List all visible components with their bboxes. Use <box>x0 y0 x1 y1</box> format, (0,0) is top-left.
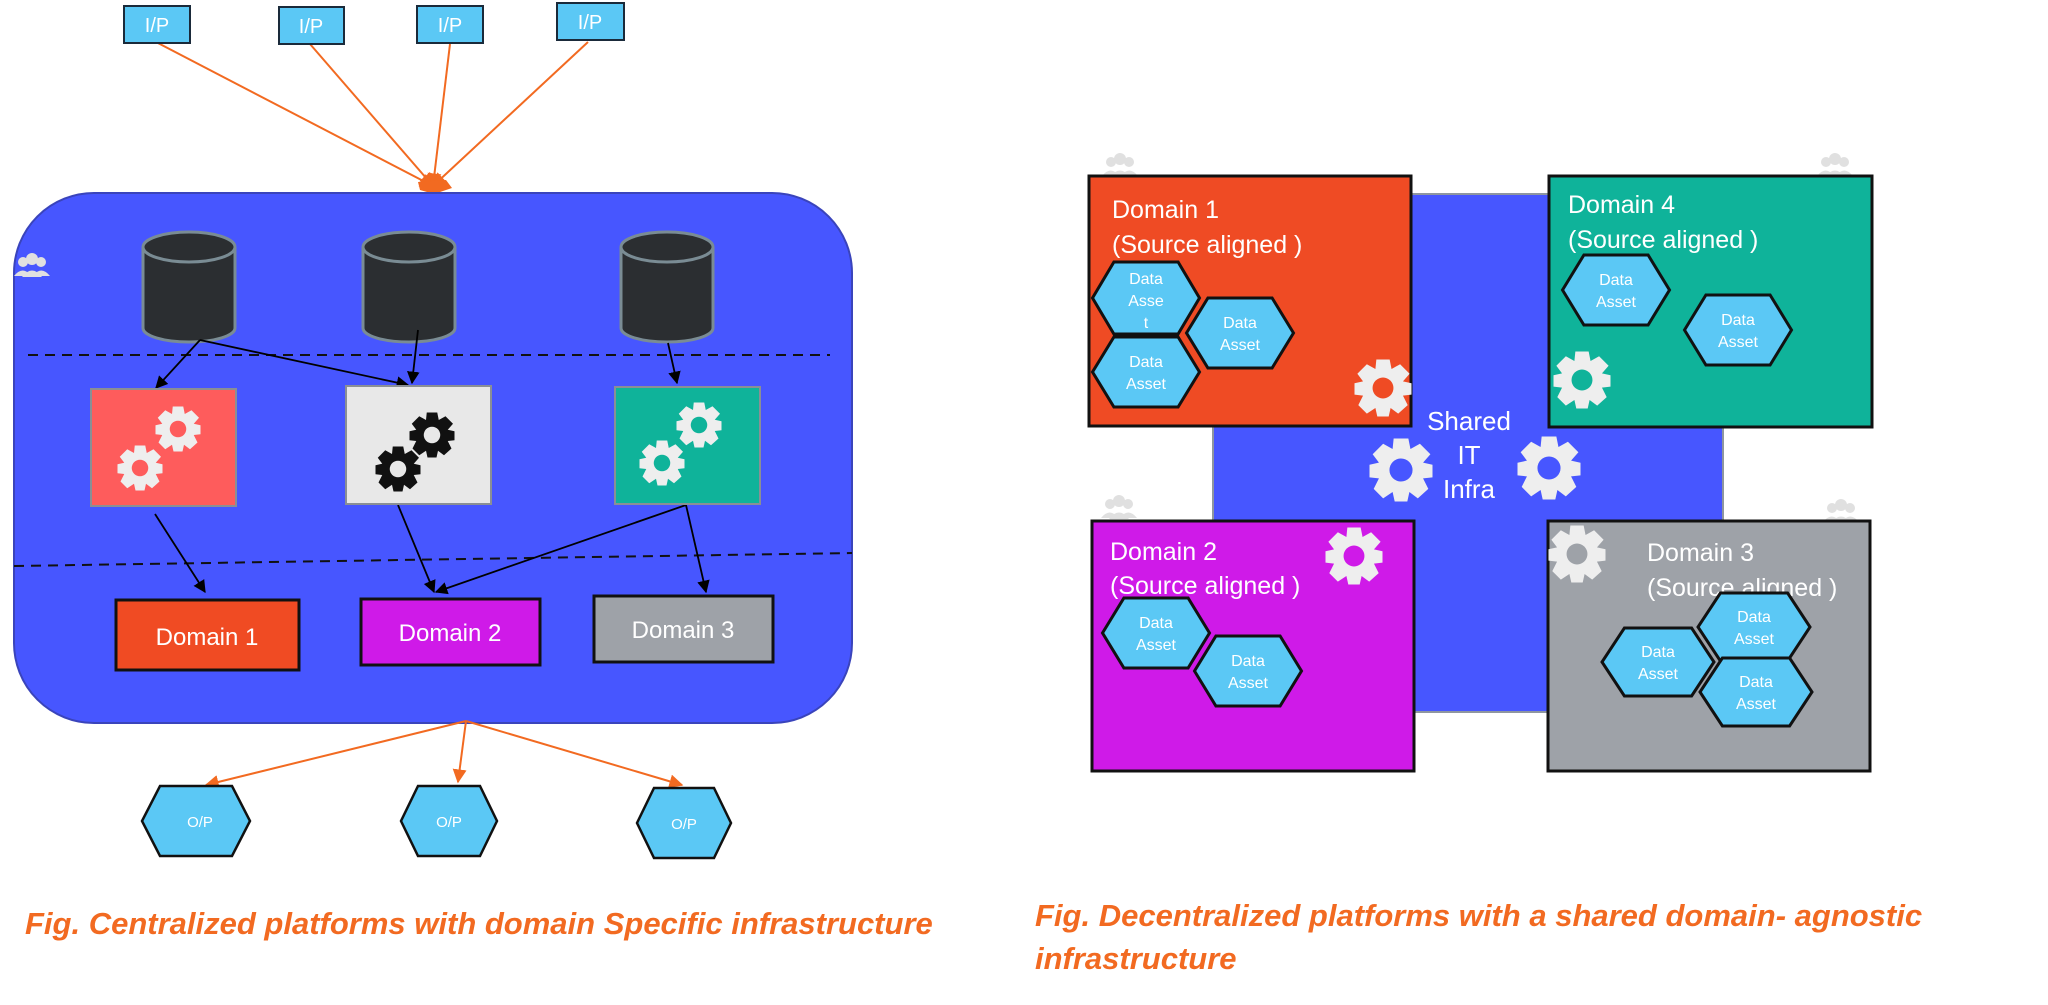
shared-infra-label: Shared <box>1427 406 1511 436</box>
output-hexagon: O/P <box>399 784 499 858</box>
domain-label: Domain 2 <box>399 620 502 647</box>
domain-box-2: Domain 2 <box>359 597 542 667</box>
shared-gear-icon <box>1369 438 1433 502</box>
data-asset-label: Data <box>1223 315 1257 332</box>
left-caption: Fig. Centralized platforms with domain S… <box>25 906 933 941</box>
team-icon <box>1101 495 1137 519</box>
data-asset-label: Data <box>1129 354 1163 371</box>
svg-text:O/P: O/P <box>671 816 697 833</box>
database-icon <box>141 230 237 344</box>
flow-arrows <box>154 329 710 595</box>
right-caption: Fig. Decentralized platforms with a shar… <box>1035 894 1922 980</box>
shared-gear-icon <box>1517 436 1581 500</box>
centralized-platform-figure: I/P I/P I/P I/P <box>13 2 853 860</box>
processing-box-1 <box>90 388 237 507</box>
data-asset-label: Asset <box>1220 337 1261 354</box>
database-icon <box>361 230 457 344</box>
merge-point <box>418 180 452 194</box>
data-asset-label: t <box>1144 315 1149 332</box>
data-asset-label: Asse <box>1128 293 1164 310</box>
domain-title: Domain 2 <box>1110 538 1217 566</box>
domain-label: Domain 3 <box>632 617 735 644</box>
domain-box-1: Domain 1 <box>114 598 301 672</box>
data-asset-label: Asset <box>1734 631 1775 648</box>
data-asset-label: Data <box>1129 271 1163 288</box>
output-hexagon: O/P <box>140 784 252 858</box>
data-asset-label: Asset <box>1596 294 1637 311</box>
domain-title: Domain 1 <box>1112 196 1219 224</box>
team-icon <box>1823 499 1859 523</box>
input-boxes: I/P I/P I/P I/P <box>123 2 625 45</box>
data-asset-label: Data <box>1599 272 1633 289</box>
data-asset-label: Asset <box>1736 696 1777 713</box>
data-asset-label: Data <box>1139 615 1173 632</box>
team-icon <box>1817 153 1853 177</box>
team-icon <box>1102 153 1138 177</box>
shared-infra-label: IT <box>1457 440 1480 470</box>
input-label: I/P <box>438 15 462 37</box>
data-asset-label: Data <box>1641 644 1675 661</box>
domain-label: Domain 1 <box>156 624 259 651</box>
data-asset-label: Data <box>1739 674 1773 691</box>
domain-subtitle: (Source aligned ) <box>1112 231 1302 259</box>
svg-text:O/P: O/P <box>187 814 213 831</box>
database-icon <box>619 230 715 344</box>
domain-subtitle: (Source aligned ) <box>1568 226 1758 254</box>
input-label: I/P <box>578 12 602 34</box>
input-arrows <box>155 41 589 188</box>
right-caption-line1: Fig. Decentralized platforms with a shar… <box>1035 898 1923 933</box>
domain-title: Domain 4 <box>1568 191 1675 219</box>
input-label: I/P <box>299 16 323 38</box>
domain-title: Domain 3 <box>1647 539 1754 567</box>
data-asset-label: Data <box>1721 312 1755 329</box>
domain-subtitle: (Source aligned ) <box>1110 572 1300 600</box>
data-asset-label: Data <box>1231 653 1265 670</box>
input-label: I/P <box>145 15 169 37</box>
processing-box-2 <box>345 385 492 505</box>
output-arrows <box>204 720 684 789</box>
data-asset-label: Asset <box>1126 376 1167 393</box>
data-asset-label: Asset <box>1638 666 1679 683</box>
shared-infra-label: Infra <box>1443 474 1496 504</box>
svg-text:O/P: O/P <box>436 814 462 831</box>
data-asset-label: Asset <box>1718 334 1759 351</box>
processing-box-3 <box>614 386 761 505</box>
decentralized-platform-figure: Domain 1 (Source aligned ) Domain 4 (Sou… <box>1087 153 1874 773</box>
right-caption-line2: infrastructure <box>1035 941 1237 976</box>
data-asset-label: Asset <box>1228 675 1269 692</box>
data-asset-label: Data <box>1737 609 1771 626</box>
data-asset-label: Asset <box>1136 637 1177 654</box>
output-hexagon: O/P <box>635 786 733 860</box>
separator-dashed <box>13 552 853 567</box>
domain-box-3: Domain 3 <box>592 594 775 664</box>
